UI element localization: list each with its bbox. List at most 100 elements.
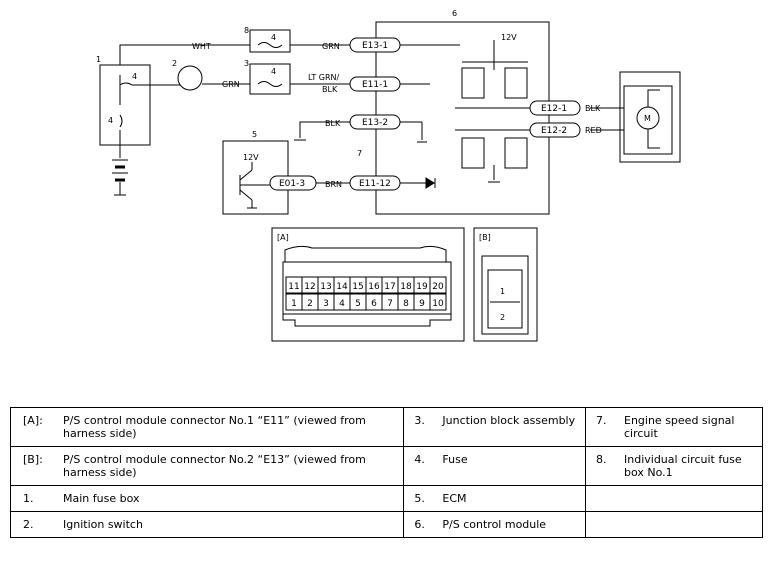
individual-fuse-box xyxy=(249,29,291,53)
legend-key: 6. xyxy=(414,518,425,531)
main-fuse-box xyxy=(99,64,151,146)
legend-text: Fuse xyxy=(442,453,468,466)
connector-a-pin-number: 5 xyxy=(355,299,361,309)
connector-b-pin2: 2 xyxy=(500,313,505,322)
wire-label-ltgrn: LT GRN/ xyxy=(308,73,340,82)
wire-label-brn: BRN xyxy=(325,180,342,189)
legend-text: Main fuse box xyxy=(63,492,140,505)
connector-label-e12-2: E12-2 xyxy=(541,126,567,136)
connector-e12-1 xyxy=(529,100,581,116)
connector-b-tag: [B] xyxy=(479,233,491,242)
connector-e11-1 xyxy=(349,76,401,92)
legend-key: 2. xyxy=(23,518,34,531)
connector-a-pin-number: 13 xyxy=(320,282,331,292)
connector-a-pin-number: 11 xyxy=(288,282,299,292)
label-12v-ecm: 12V xyxy=(243,153,259,162)
connector-a-pin-number: 4 xyxy=(339,299,345,309)
connector-a-pin-number: 6 xyxy=(371,299,377,309)
legend-text: Engine speed signal circuit xyxy=(624,414,735,440)
connector-label-e11-1: E11-1 xyxy=(362,80,388,90)
legend-row: [A]: P/S control module connector No.1 “E… xyxy=(9,407,763,447)
label-n6: 6 xyxy=(452,9,457,18)
legend-table: [A]: P/S control module connector No.1 “E… xyxy=(9,407,763,538)
legend-key: 3. xyxy=(414,414,425,427)
connector-a-pin-number: 15 xyxy=(352,282,363,292)
legend-cell xyxy=(585,485,763,512)
connector-a-pin-number: 18 xyxy=(400,282,412,292)
wire-label-ltgrn-blk: BLK xyxy=(322,85,338,94)
legend-key: 8. xyxy=(596,453,607,466)
motor-box xyxy=(623,85,673,155)
connector-a-pin-number: 10 xyxy=(432,299,444,309)
label-n4-mainfuse-b: 4 xyxy=(108,116,113,125)
legend-cell: [A]: P/S control module connector No.1 “E… xyxy=(9,407,405,447)
wire-label-wht: WHT xyxy=(192,42,211,51)
legend-cell: 6. P/S control module xyxy=(403,511,586,538)
connector-a-pin-number: 17 xyxy=(384,282,395,292)
connector-label-e13-1: E13-1 xyxy=(362,41,388,51)
connector-e12-2 xyxy=(529,122,581,138)
connector-b-view: [B] 1 2 xyxy=(473,227,538,342)
label-n4-fuse8: 4 xyxy=(271,33,276,42)
connector-a-pin-number: 8 xyxy=(403,299,409,309)
legend-cell: 7. Engine speed signal circuit xyxy=(585,407,763,447)
legend-text: ECM xyxy=(442,492,467,505)
legend-key: 5. xyxy=(414,492,425,505)
connector-a-cell xyxy=(429,293,447,311)
junction-block-box xyxy=(249,63,291,95)
legend-row: 2. Ignition switch 6. P/S control module xyxy=(9,511,763,538)
motor-label: M xyxy=(644,114,651,123)
legend-cell: 8.Individual circuit fuse box No.1 xyxy=(585,446,763,486)
connector-b-pin1: 1 xyxy=(500,287,505,296)
connector-label-e01-3: E01-3 xyxy=(279,179,305,189)
legend-cell: 5. ECM xyxy=(403,485,586,512)
wire-label-blk: BLK xyxy=(325,119,341,128)
legend-cell: 3.Junction block assembly xyxy=(403,407,586,447)
legend-text: P/S control module xyxy=(442,518,547,531)
wiring-diagram: 1 2 3 4 4 4 4 5 6 7 8 WHT GRN GRN LT GRN… xyxy=(96,9,681,342)
connector-label-e12-1: E12-1 xyxy=(541,104,567,114)
connector-e13-1 xyxy=(349,37,401,53)
legend-text: P/S control module connector No.2 “E13” … xyxy=(63,453,366,479)
legend-row: 1. Main fuse box 5. ECM xyxy=(9,485,763,512)
legend-key: 1. xyxy=(23,492,34,505)
legend-key: [B]: xyxy=(23,453,43,466)
legend-key: [A]: xyxy=(23,414,43,427)
legend-text: Ignition switch xyxy=(63,518,143,531)
wire-label-grn-ign: GRN xyxy=(222,80,240,89)
legend-key: 4. xyxy=(414,453,425,466)
connector-a-pin-number: 3 xyxy=(323,299,329,309)
ps-control-module-box xyxy=(375,21,550,215)
wire-label-blk-motor: BLK xyxy=(585,104,601,113)
legend-cell: 2. Ignition switch xyxy=(9,511,405,538)
legend-cell: [B]: P/S control module connector No.2 “E… xyxy=(9,446,405,486)
wire-label-red-motor: RED xyxy=(585,126,602,135)
connector-a-pin-number: 9 xyxy=(419,299,425,309)
label-n5: 5 xyxy=(252,130,257,139)
legend-row: [B]: P/S control module connector No.2 “E… xyxy=(9,446,763,486)
legend-cell: 1. Main fuse box xyxy=(9,485,405,512)
label-n4-mainfuse-a: 4 xyxy=(132,72,137,81)
legend-cell: 4. Fuse xyxy=(403,446,586,486)
label-n4-junction: 4 xyxy=(271,67,276,76)
ignition-switch xyxy=(177,65,203,91)
connector-a-cell xyxy=(429,276,447,294)
label-n2: 2 xyxy=(172,59,177,68)
connector-e13-2 xyxy=(349,114,401,130)
connector-a-pin-number: 1 xyxy=(291,299,297,309)
legend-key: 7. xyxy=(596,414,607,427)
connector-e01-3 xyxy=(269,175,317,191)
legend-text: P/S control module connector No.1 “E11” … xyxy=(63,414,366,440)
connector-a-pin-number: 7 xyxy=(387,299,393,309)
connector-label-e13-2: E13-2 xyxy=(362,118,388,128)
label-12v-module: 12V xyxy=(501,33,517,42)
connector-a-tag: [A] xyxy=(277,233,289,242)
connector-a-pin-number: 19 xyxy=(416,282,428,292)
label-n7: 7 xyxy=(357,149,362,158)
legend-cell xyxy=(585,511,763,538)
label-n3: 3 xyxy=(244,59,249,68)
connector-e11-12 xyxy=(349,175,401,191)
connector-a-pin-number: 2 xyxy=(307,299,313,309)
label-n1: 1 xyxy=(96,55,101,64)
